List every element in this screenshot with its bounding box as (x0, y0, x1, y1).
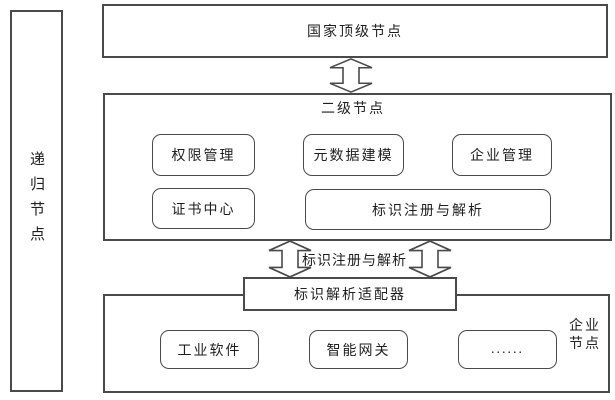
industrial-software-label: 工业软件 (177, 343, 242, 359)
double-arrow-icon (328, 58, 374, 93)
smart-gateway-label: 智能网关 (326, 343, 391, 359)
double-arrow-icon (267, 240, 313, 278)
resolution-adapter-box: 标识解析适配器 (243, 277, 457, 311)
metadata-modeling-box: 元数据建模 (303, 134, 404, 176)
second-level-node-label: 二级节点 (321, 102, 385, 117)
national-top-node-label: 国家顶级节点 (307, 25, 403, 40)
enterprise-management-box: 企业管理 (452, 134, 552, 176)
permission-management-label: 权限管理 (171, 149, 236, 164)
industrial-software-box: 工业软件 (160, 330, 259, 369)
national-top-node-box: 国家顶级节点 (102, 4, 608, 58)
ellipsis-label: ...... (491, 341, 524, 357)
enterprise-management-label: 企业管理 (470, 149, 534, 164)
id-register-resolve-box: 标识注册与解析 (305, 189, 551, 230)
link-label: 标识注册与解析 (302, 254, 407, 269)
recursive-node-label: 递归节点 (28, 151, 44, 251)
certificate-center-box: 证书中心 (152, 188, 255, 229)
enterprise-node-label: 企业节点 (569, 319, 601, 352)
id-register-resolve-label: 标识注册与解析 (372, 203, 484, 219)
resolution-adapter-label: 标识解析适配器 (294, 288, 406, 303)
certificate-center-label: 证书中心 (171, 202, 236, 218)
double-arrow-icon (407, 240, 453, 278)
recursive-node-box: 递归节点 (10, 10, 63, 392)
smart-gateway-box: 智能网关 (309, 330, 408, 369)
ellipsis-box: ...... (458, 330, 557, 369)
permission-management-box: 权限管理 (152, 134, 255, 176)
metadata-modeling-label: 元数据建模 (313, 149, 394, 164)
